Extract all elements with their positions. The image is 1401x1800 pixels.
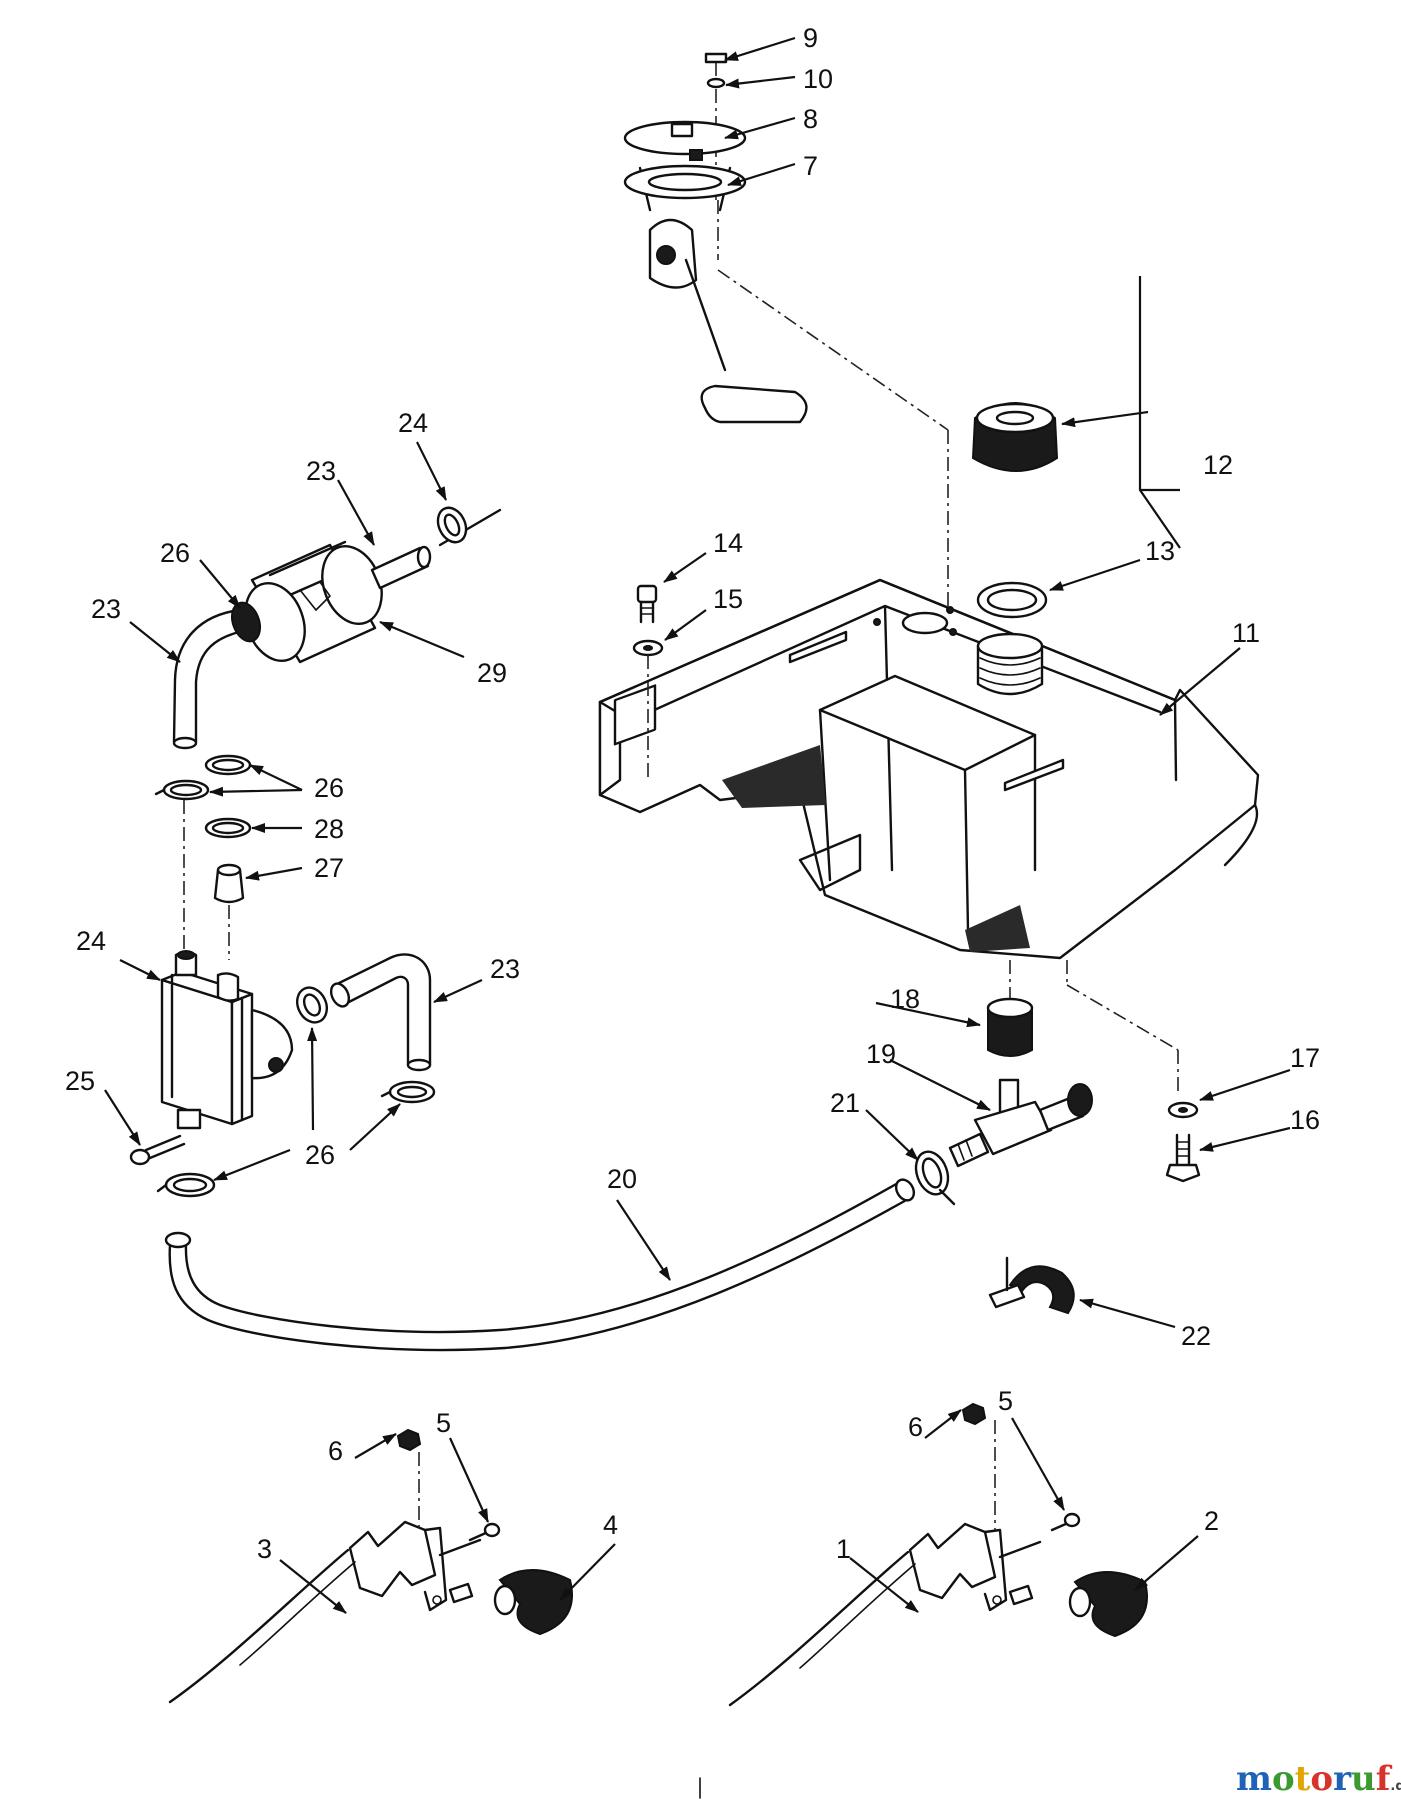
callout-14: 14 bbox=[713, 528, 743, 558]
hose-clamp-26-upper bbox=[154, 754, 252, 801]
callout-15: 15 bbox=[713, 584, 743, 614]
callout-21: 21 bbox=[830, 1088, 860, 1118]
cable-clamp bbox=[988, 1256, 1075, 1315]
callout-13: 13 bbox=[1145, 536, 1175, 566]
callout-23-top: 23 bbox=[306, 456, 336, 486]
callout-3: 3 bbox=[257, 1534, 272, 1564]
callout-9: 9 bbox=[803, 23, 818, 53]
callout-1: 1 bbox=[836, 1534, 851, 1564]
callout-26-top: 26 bbox=[160, 538, 190, 568]
knob-2 bbox=[1068, 1571, 1148, 1638]
callout-23-left: 23 bbox=[91, 594, 121, 624]
fuel-filler-cap bbox=[971, 402, 1059, 472]
outlet-washer bbox=[1167, 1101, 1199, 1119]
callout-23-right: 23 bbox=[490, 954, 520, 984]
callout-8: 8 bbox=[803, 104, 818, 134]
outlet-bolt bbox=[1165, 1133, 1201, 1183]
fuel-hose-23-upper bbox=[172, 601, 262, 750]
callout-18: 18 bbox=[890, 984, 920, 1014]
choke-lever-3 bbox=[168, 1452, 482, 1704]
hose-clamp-28 bbox=[183, 800, 252, 950]
hose-clamp-26-lower-left bbox=[156, 1172, 216, 1198]
callout-17: 17 bbox=[1290, 1043, 1320, 1073]
motoruf-logo: motoruf.de bbox=[1236, 1759, 1401, 1799]
fuel-hose-23-lower bbox=[329, 953, 432, 1072]
callout-12: 12 bbox=[1203, 450, 1233, 480]
callout-29: 29 bbox=[477, 658, 507, 688]
tank-mounting-bolt bbox=[636, 584, 658, 624]
pump-mounting-screw bbox=[129, 1134, 186, 1166]
tank-mounting-washer bbox=[632, 639, 664, 780]
callout-26-mid: 26 bbox=[314, 773, 344, 803]
hose-clamp-21 bbox=[914, 1150, 956, 1206]
callout-2: 2 bbox=[1204, 1506, 1219, 1536]
callout-24-pump: 24 bbox=[76, 926, 106, 956]
screw-5-right bbox=[1050, 1512, 1081, 1532]
callout-16: 16 bbox=[1290, 1105, 1320, 1135]
callout-5-left: 5 bbox=[436, 1408, 451, 1438]
screw-5-left bbox=[468, 1522, 501, 1542]
nut-6-left bbox=[396, 1428, 422, 1452]
callout-6-right: 6 bbox=[908, 1412, 923, 1442]
callout-20: 20 bbox=[607, 1164, 637, 1194]
callout-6-left: 6 bbox=[328, 1436, 343, 1466]
tank-outlet-bushing bbox=[986, 960, 1034, 1057]
nut-6-right bbox=[961, 1402, 987, 1426]
callout-22: 22 bbox=[1181, 1321, 1211, 1351]
vent-plug bbox=[213, 863, 245, 960]
inline-fuel-filter bbox=[244, 508, 502, 664]
callout-26-bottom: 26 bbox=[305, 1140, 335, 1170]
hose-clamp-24-top bbox=[436, 506, 468, 544]
throttle-lever-1 bbox=[728, 1420, 1042, 1707]
callout-4: 4 bbox=[603, 1510, 618, 1540]
callout-24-top: 24 bbox=[398, 408, 428, 438]
callout-arrows bbox=[104, 36, 1291, 1614]
svg-text:motoruf.de: motoruf.de bbox=[1236, 1759, 1401, 1799]
callout-labels: 9 10 8 7 12 13 11 14 15 18 19 21 17 16 2… bbox=[65, 23, 1320, 1564]
callout-10: 10 bbox=[803, 64, 833, 94]
hose-clamp-26-lower-right bbox=[380, 1080, 436, 1104]
callout-27: 27 bbox=[314, 853, 344, 883]
fuel-pump bbox=[160, 950, 294, 1130]
callout-25: 25 bbox=[65, 1066, 95, 1096]
filler-cap-gasket bbox=[976, 581, 1048, 619]
hose-clamp-26-side bbox=[296, 986, 328, 1024]
fuel-tank bbox=[598, 578, 1260, 1095]
fuel-shutoff-valve bbox=[948, 1078, 1093, 1168]
knob-4 bbox=[493, 1569, 573, 1636]
callout-11: 11 bbox=[1232, 618, 1260, 648]
fuel-line-20 bbox=[164, 1178, 916, 1352]
callout-28: 28 bbox=[314, 814, 344, 844]
fuel-sending-unit bbox=[623, 52, 949, 630]
callout-19: 19 bbox=[866, 1039, 896, 1069]
callout-5-right: 5 bbox=[998, 1386, 1013, 1416]
callout-7: 7 bbox=[803, 151, 818, 181]
